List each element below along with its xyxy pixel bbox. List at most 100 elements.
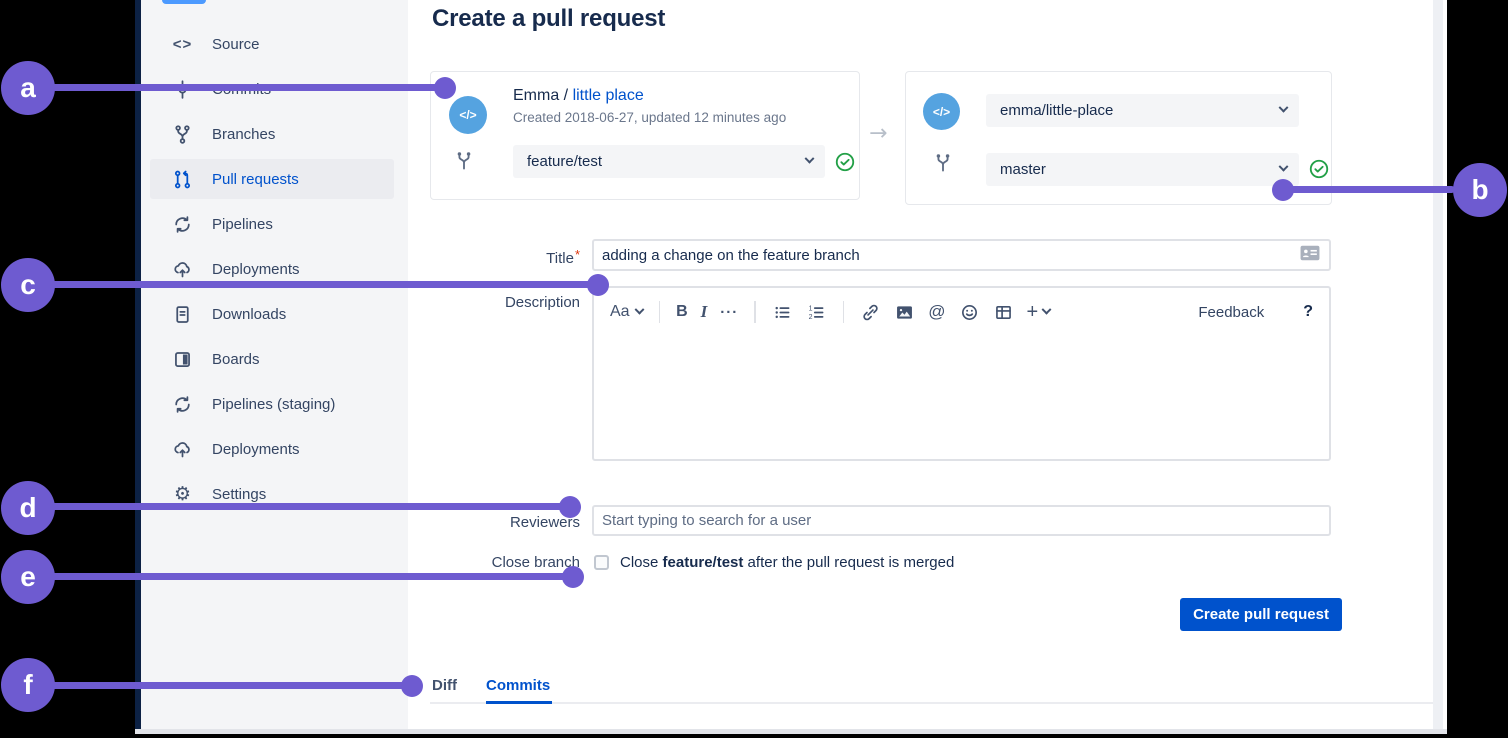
annotation-marker-f: f <box>1 658 55 712</box>
table-button[interactable] <box>993 302 1014 323</box>
reviewers-field-wrapper <box>592 505 1331 536</box>
bold-button[interactable]: B <box>676 303 688 320</box>
emoji-button[interactable] <box>959 302 980 323</box>
sidebar-item-label: Branches <box>212 125 276 143</box>
mention-button[interactable]: @ <box>928 302 946 321</box>
annotation-line-e <box>28 573 573 580</box>
annotation-marker-b: b <box>1453 163 1507 217</box>
window-bottom-edge <box>135 729 1447 734</box>
sidebar-item-boards[interactable]: Boards <box>150 339 394 379</box>
close-text-pre: Close <box>620 554 663 571</box>
description-textarea[interactable] <box>594 323 1329 441</box>
close-branch-checkbox[interactable] <box>594 555 609 570</box>
top-avatar-sliver <box>162 0 206 4</box>
scrollbar-track[interactable] <box>1433 0 1443 729</box>
text-style-button[interactable]: Aa <box>610 303 645 321</box>
annotation-dot-f <box>401 675 423 697</box>
close-text-post: after the pull request is merged <box>743 554 955 571</box>
repo-link[interactable]: little place <box>572 87 644 104</box>
destination-branch-valid-icon <box>1308 158 1330 185</box>
sidebar-item-label: Boards <box>212 350 260 368</box>
source-repo-meta: Created 2018-06-27, updated 12 minutes a… <box>513 110 787 125</box>
title-label-text: Title <box>546 250 574 267</box>
title-field-wrapper <box>592 239 1331 271</box>
branch-icon <box>172 124 193 145</box>
window-left-edge <box>135 0 141 733</box>
create-pull-request-button[interactable]: Create pull request <box>1180 598 1342 631</box>
pipelines-icon <box>172 214 193 235</box>
feedback-link[interactable]: Feedback <box>1198 303 1265 321</box>
plus-glyph: + <box>1026 301 1039 323</box>
annotation-line-d <box>28 503 570 510</box>
source-branch-select[interactable]: feature/test <box>513 145 825 178</box>
description-label: Description <box>504 294 580 311</box>
downloads-icon <box>172 304 193 325</box>
boards-icon <box>172 349 193 370</box>
more-formatting-button[interactable]: ··· <box>720 303 739 321</box>
contact-card-icon[interactable] <box>1299 244 1321 267</box>
sidebar-item-label: Deployments <box>212 440 300 458</box>
bullet-list-button[interactable] <box>772 302 793 323</box>
window-right-edge <box>1443 0 1447 729</box>
sidebar-item-downloads[interactable]: Downloads <box>150 294 394 334</box>
page-title: Create a pull request <box>432 5 666 32</box>
annotation-line-f <box>28 682 412 689</box>
tab-divider <box>430 702 1433 704</box>
code-avatar-glyph: </> <box>459 108 477 122</box>
reviewers-label: Reviewers <box>509 514 580 531</box>
toolbar-separator <box>658 301 661 323</box>
annotation-dot-a <box>434 77 456 99</box>
pull-request-icon <box>172 169 193 190</box>
annotation-marker-e: e <box>1 550 55 604</box>
source-branch-value: feature/test <box>527 153 603 170</box>
sidebar-item-pull-requests[interactable]: Pull requests <box>150 159 394 199</box>
annotation-dot-d <box>559 496 581 518</box>
tab-commits[interactable]: Commits <box>486 677 551 694</box>
title-label: Title* <box>430 247 580 267</box>
sidebar-item-deployments-2[interactable]: Deployments <box>150 429 394 469</box>
source-branch-card: </> Emma / little place Created 2018-06-… <box>430 71 860 200</box>
svg-text:2: 2 <box>808 314 812 321</box>
text-style-label: Aa <box>610 303 630 320</box>
sidebar-item-source[interactable]: <> Source <box>150 24 394 64</box>
insert-more-button[interactable]: + <box>1026 301 1052 323</box>
tab-diff[interactable]: Diff <box>432 677 457 694</box>
italic-button[interactable]: I <box>700 302 708 321</box>
deployments-icon <box>172 439 193 460</box>
sidebar-item-label: Pull requests <box>212 170 299 188</box>
close-branch-description: Close feature/test after the pull reques… <box>620 554 954 571</box>
annotation-line-c <box>28 281 598 288</box>
sidebar-item-settings[interactable]: ⚙ Settings <box>150 474 394 514</box>
image-button[interactable] <box>894 302 915 323</box>
title-input[interactable] <box>602 246 1299 264</box>
sidebar-item-label: Pipelines <box>212 215 273 233</box>
annotation-dot-b <box>1272 179 1294 201</box>
source-repo-avatar: </> <box>449 96 487 134</box>
sidebar-item-label: Settings <box>212 485 267 503</box>
sidebar-item-label: Source <box>212 35 260 53</box>
chevron-down-icon <box>1278 102 1289 113</box>
destination-branch-select[interactable]: master <box>986 153 1299 186</box>
sidebar-item-pipelines[interactable]: Pipelines <box>150 204 394 244</box>
annotation-line-a <box>28 84 445 91</box>
toolbar-separator <box>842 301 845 323</box>
close-branch-label: Close branch <box>491 554 580 571</box>
sidebar <box>141 0 408 729</box>
help-button[interactable]: ? <box>1303 303 1313 320</box>
chevron-down-icon <box>804 153 815 164</box>
repo-owner-text: Emma / <box>513 87 573 104</box>
link-button[interactable] <box>860 302 881 323</box>
sidebar-item-deployments[interactable]: Deployments <box>150 249 394 289</box>
source-branch-valid-icon <box>834 151 856 178</box>
reviewers-input[interactable] <box>602 512 1321 529</box>
annotation-dot-c <box>587 274 609 296</box>
sidebar-item-pipelines-staging[interactable]: Pipelines (staging) <box>150 384 394 424</box>
branch-fork-icon <box>453 150 475 177</box>
destination-branch-value: master <box>1000 161 1046 178</box>
sidebar-item-branches[interactable]: Branches <box>150 114 394 154</box>
sidebar-item-label: Downloads <box>212 305 287 323</box>
required-asterisk: * <box>574 247 580 262</box>
annotation-marker-c: c <box>1 258 55 312</box>
destination-repo-select[interactable]: emma/little-place <box>986 94 1299 127</box>
